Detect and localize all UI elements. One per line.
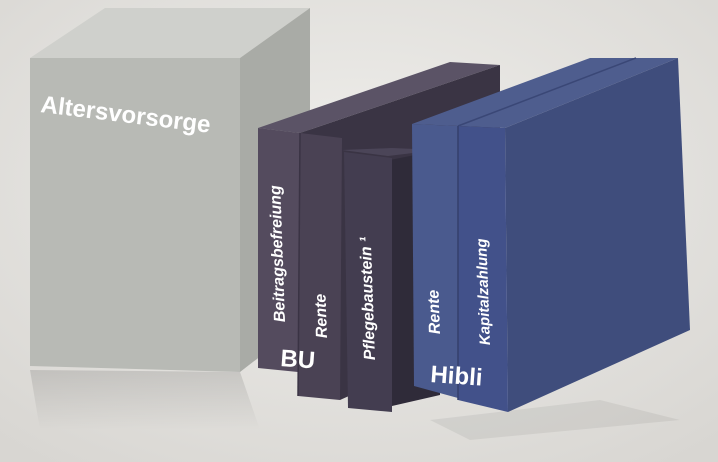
- bu-panel-beitragsbefreiung: [258, 128, 300, 372]
- floor-shadow: [430, 400, 680, 440]
- floor-shadow: [30, 370, 260, 430]
- bu-top-face: [258, 62, 500, 133]
- hibli-side-face: [505, 58, 690, 412]
- bu-panel-rente: [298, 133, 342, 400]
- hibli-panel-rente: [412, 124, 458, 398]
- hibli-label: Hibli: [430, 361, 484, 392]
- pflege-front-face: [344, 152, 392, 412]
- altersvorsorge-block: Altersvorsorge: [30, 8, 310, 372]
- bu-part-beitragsbefreiung: Beitragsbefreiung: [267, 185, 289, 323]
- hibli-panel-kapitalzahlung: [458, 126, 508, 412]
- bu-label: BU: [280, 345, 316, 374]
- hibli-part-kapitalzahlung: Kapitalzahlung: [473, 238, 494, 345]
- hibli-top-divider: [457, 57, 637, 127]
- bu-panel-divider: [297, 132, 301, 397]
- bu-part-rente: Rente: [312, 293, 331, 338]
- altersvorsorge-top-face: [30, 8, 310, 58]
- pflege-label: Pflegebaustein ¹: [358, 236, 379, 361]
- altersvorsorge-front-face: [30, 58, 240, 372]
- hibli-part-rente: Rente: [425, 289, 444, 334]
- hibli-block: Rente Kapitalzahlung Hibli: [412, 57, 690, 412]
